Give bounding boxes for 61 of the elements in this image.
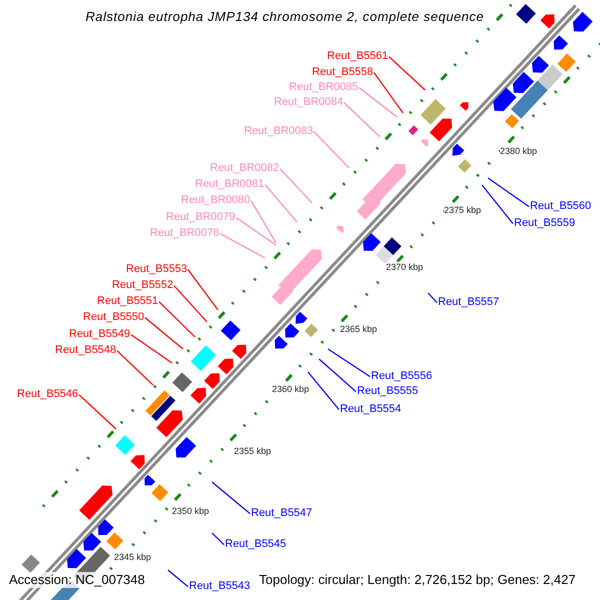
leader-line [116, 350, 154, 386]
leader-line [220, 233, 266, 259]
leader-line [130, 334, 172, 364]
leader-line [374, 72, 404, 114]
scale-label: 2350 kbp [172, 506, 210, 517]
leader-line [212, 482, 250, 514]
leader-line [212, 532, 224, 546]
gene-label: Reut_B5559 [514, 216, 576, 230]
leader-line [318, 358, 356, 392]
gene-label: Reut_BR0079 [166, 210, 236, 224]
gene-label: Reut_B5556 [371, 370, 432, 382]
leader-line [188, 269, 218, 310]
scale-label: 2380 kbp [500, 146, 538, 157]
gene-label: Reut_BR0078 [150, 226, 220, 240]
scale-label: 2360 kbp [272, 384, 310, 395]
gene-label: Reut_BR0081 [195, 178, 264, 190]
gene-label: Reut_B5555 [357, 384, 418, 398]
leader-line [250, 200, 277, 244]
gene-label: Reut_B5547 [251, 506, 312, 520]
leader-line [388, 56, 426, 90]
leader-line [308, 372, 340, 410]
scale-label: 2375 kbp [444, 205, 482, 216]
leader-line [78, 394, 116, 430]
scale-label: 2355 kbp [234, 446, 272, 457]
gene-label: Reut_BR0083 [244, 124, 314, 138]
leader-line [344, 102, 380, 138]
leader-line [236, 217, 276, 246]
gene-label: Reut_BR0082 [210, 162, 280, 174]
gene-label: Reut_B5551 [97, 294, 158, 308]
scale-label: 2345 kbp [114, 552, 152, 563]
leader-line [482, 184, 514, 224]
gene-label: Reut_B5546 [17, 388, 78, 400]
leader-line [428, 292, 438, 304]
gene-label: Reut_B5549 [69, 328, 130, 340]
gene-label: Reut_B5554 [340, 402, 402, 416]
leader-line [168, 570, 188, 588]
scale-label: 2365 kbp [340, 324, 378, 335]
gene-label: Reut_B5560 [530, 200, 592, 212]
leader-line [144, 317, 184, 350]
title: Ralstonia eutropha JMP134 chromosome 2, complete sequence [86, 8, 484, 26]
leader-line [328, 348, 370, 378]
gene-label: Reut_B5552 [112, 278, 174, 292]
leader-line [264, 184, 298, 222]
gene-label: Reut_B5543 [189, 580, 250, 592]
gene-label: Reut_B5561 [327, 50, 388, 62]
gene-label: Reut_B5545 [225, 538, 286, 550]
scale-label: 2370 kbp [386, 262, 424, 273]
leader-line [158, 301, 196, 338]
gene-label: Reut_BR0085 [289, 80, 358, 94]
gene-label: Reut_B5550 [83, 310, 144, 324]
gene-label: Reut_B5558 [312, 66, 374, 78]
gene-label: Reut_B5548 [55, 344, 116, 356]
gene-label: Reut_B5557 [438, 296, 500, 308]
leader-line [314, 131, 350, 168]
leader-line [280, 168, 312, 204]
gene-label: Reut_BR0080 [181, 194, 250, 206]
gene-label: Reut_BR0084 [274, 96, 344, 108]
leader-line [488, 178, 530, 208]
leader-line [358, 87, 398, 118]
leader-line [174, 285, 208, 322]
gene-label: Reut_B5553 [126, 262, 188, 276]
